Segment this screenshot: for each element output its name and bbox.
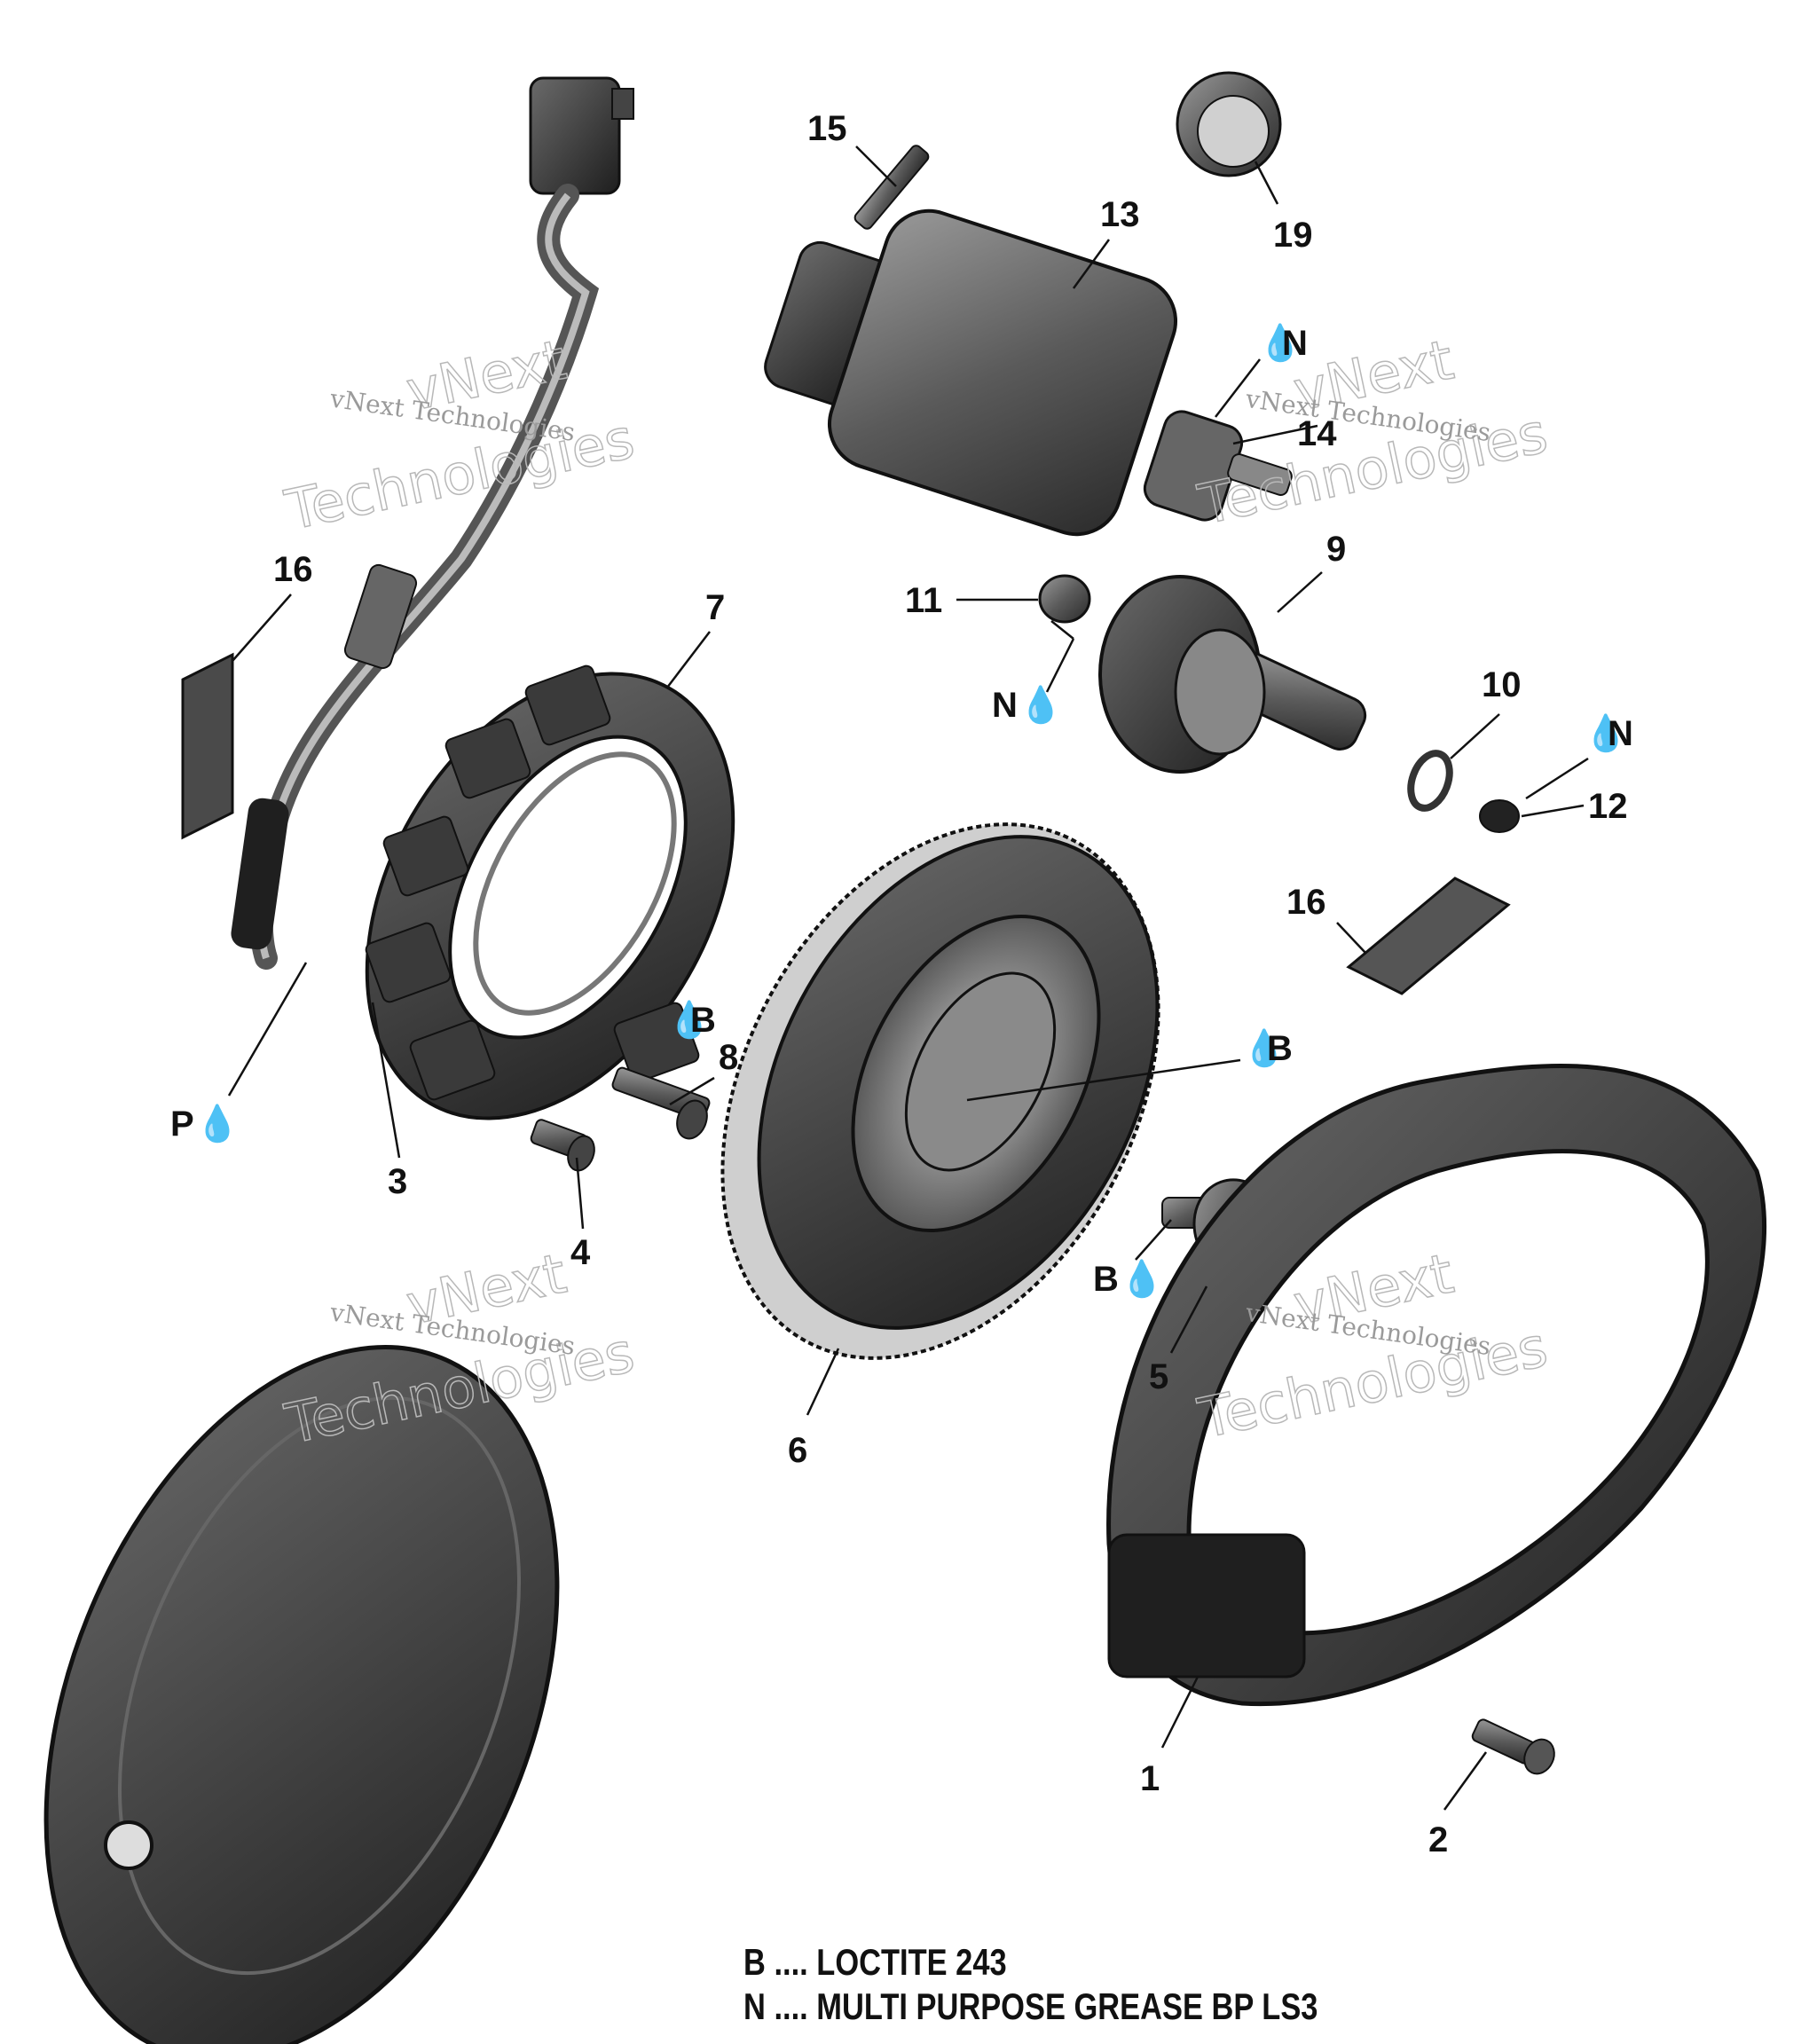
callout-12: 12 [1588, 787, 1628, 826]
marker-b-bolt8-drop: 💧 [667, 999, 712, 1041]
marker-p-stator-letter: P [170, 1105, 194, 1144]
rotor-flywheel [720, 822, 1160, 1360]
spring-12 [1479, 799, 1520, 833]
legend-loctite: B .... LOCTITE 243 [743, 1941, 1007, 1983]
marker-n-right-letter: N [1608, 714, 1633, 753]
callout-19: 19 [1273, 216, 1313, 255]
magneto-housing [1106, 1063, 1767, 1707]
harness-sleeve [231, 798, 289, 950]
starter-drive [1098, 575, 1367, 774]
harness-connector [529, 76, 621, 195]
marker-b-bolt5-letter: B [1093, 1260, 1119, 1299]
marker-b-rotor-drop: 💧 [1242, 1027, 1286, 1069]
adhesive-pad-left [181, 652, 234, 840]
callout-8: 8 [719, 1038, 738, 1077]
callout-9: 9 [1326, 530, 1346, 569]
washer-10 [1407, 750, 1453, 812]
callout-15: 15 [807, 109, 847, 148]
marker-n-top: 💧 [1258, 322, 1302, 364]
callout-11: 11 [905, 581, 942, 620]
callout-7: 7 [705, 588, 725, 627]
bushing-19 [1176, 71, 1282, 177]
bushing-11 [1038, 574, 1091, 624]
watermark-group-2: vNext Technologies vNext Technologies [1192, 326, 1553, 539]
marker-n-mid-letter: N [992, 686, 1018, 725]
watermark-group-1: vNext Technologies vNext Technologies [279, 326, 640, 544]
callout-1: 1 [1140, 1759, 1160, 1798]
starter-motor [764, 208, 1293, 537]
bolt-8 [611, 1066, 711, 1140]
callout-16-left: 16 [273, 550, 313, 589]
drop-icon: 💧 [1258, 322, 1302, 364]
callout-16-right: 16 [1286, 883, 1326, 922]
marker-b-bolt8-letter: B [690, 1001, 716, 1040]
callout-14: 14 [1297, 414, 1337, 453]
callout-2: 2 [1428, 1820, 1448, 1859]
stator [365, 664, 735, 1120]
marker-n-top-letter: N [1282, 324, 1308, 363]
callout-5: 5 [1149, 1357, 1168, 1396]
legend-grease: N .... MULTI PURPOSE GREASE BP LS3 [743, 1985, 1318, 2027]
marker-b-bolt5-drop: 💧 [1120, 1258, 1164, 1300]
callout-13: 13 [1100, 195, 1140, 234]
marker-n-mid-drop: 💧 [1019, 684, 1063, 726]
adhesive-pad-right [1346, 877, 1511, 995]
leader-lines [227, 145, 1589, 1811]
magneto-cover [43, 1345, 560, 2044]
bolt-4 [530, 1119, 595, 1172]
callout-10: 10 [1482, 665, 1522, 704]
callout-3: 3 [388, 1162, 407, 1201]
marker-p-stator-drop: 💧 [195, 1103, 240, 1144]
callout-4: 4 [570, 1233, 591, 1272]
callout-6: 6 [788, 1431, 807, 1470]
callout-labels: 15 13 19 14 11 9 10 12 16 7 16 8 3 4 5 6… [273, 109, 1628, 1859]
wiring-harness [231, 76, 634, 970]
harness-clip [343, 563, 418, 670]
harness-connector-latch [611, 88, 634, 120]
bolt-2 [1471, 1718, 1555, 1775]
lubricant-markers: 💧 N N 💧 💧 N 💧 B 💧 B B 💧 P 💧 [170, 322, 1633, 1300]
marker-b-rotor-letter: B [1267, 1029, 1293, 1068]
bolt-15 [853, 145, 930, 230]
marker-n-right-drop: 💧 [1584, 712, 1628, 754]
